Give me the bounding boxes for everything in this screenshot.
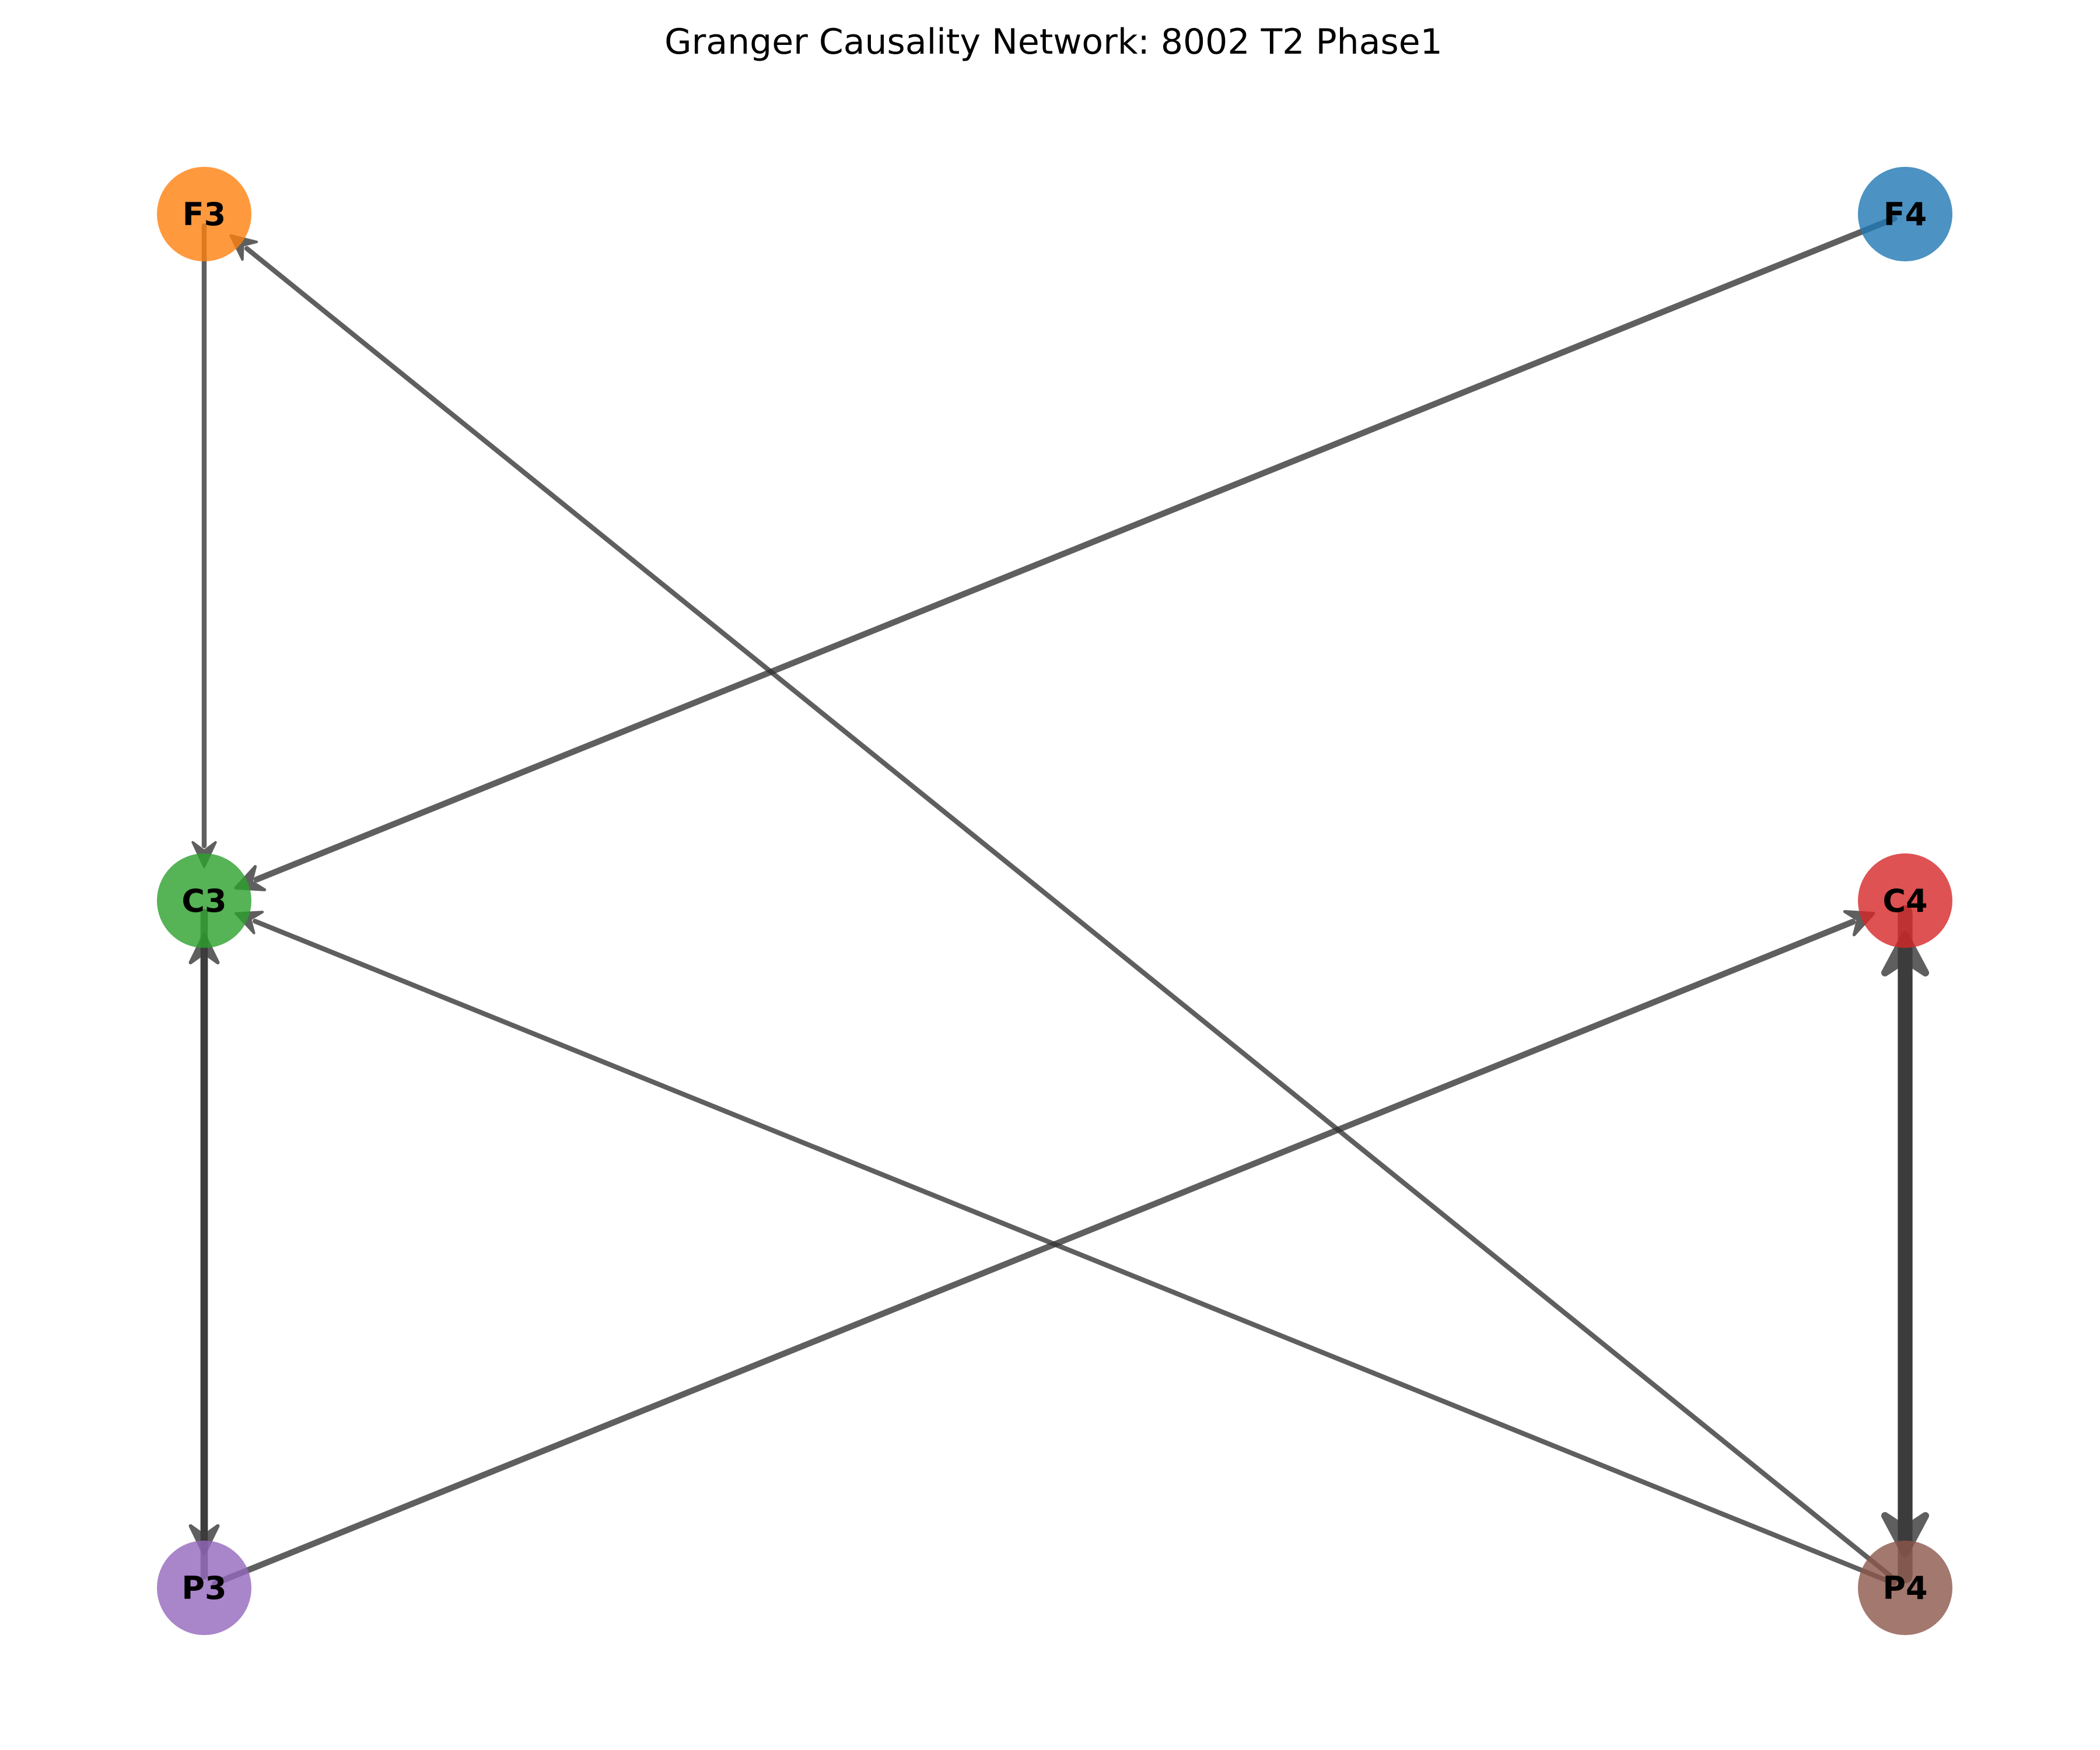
edge-p4-to-c4 bbox=[1881, 931, 1929, 1584]
node-c4: C4 bbox=[1858, 853, 1952, 948]
edge-line bbox=[253, 215, 1898, 883]
node-label: C4 bbox=[1882, 883, 1927, 919]
edge-line bbox=[244, 246, 1899, 1583]
node-label: F4 bbox=[1884, 196, 1927, 233]
node-f3: F3 bbox=[157, 167, 251, 261]
node-circle bbox=[1858, 853, 1952, 948]
edge-line bbox=[212, 919, 1856, 1587]
node-p3: P3 bbox=[157, 1541, 251, 1635]
node-circle bbox=[157, 167, 251, 261]
node-circle bbox=[1858, 1541, 1952, 1635]
node-circle bbox=[157, 853, 251, 948]
node-f4: F4 bbox=[1858, 167, 1952, 261]
node-c3: C3 bbox=[157, 853, 251, 948]
node-label: P3 bbox=[181, 1570, 226, 1606]
edge-arrowhead bbox=[1881, 931, 1929, 977]
edge-line bbox=[253, 919, 1897, 1586]
node-circle bbox=[1858, 167, 1952, 261]
edge-p3-to-c3 bbox=[188, 933, 220, 1580]
edges-layer bbox=[188, 215, 1929, 1587]
node-label: F3 bbox=[183, 196, 226, 233]
figure-title: Granger Causality Network: 8002 T2 Phase… bbox=[664, 22, 1443, 62]
node-circle bbox=[157, 1541, 251, 1635]
edge-arrowhead bbox=[188, 933, 220, 965]
node-label: C3 bbox=[181, 883, 226, 919]
node-label: P4 bbox=[1882, 1570, 1927, 1606]
node-p4: P4 bbox=[1858, 1541, 1952, 1635]
